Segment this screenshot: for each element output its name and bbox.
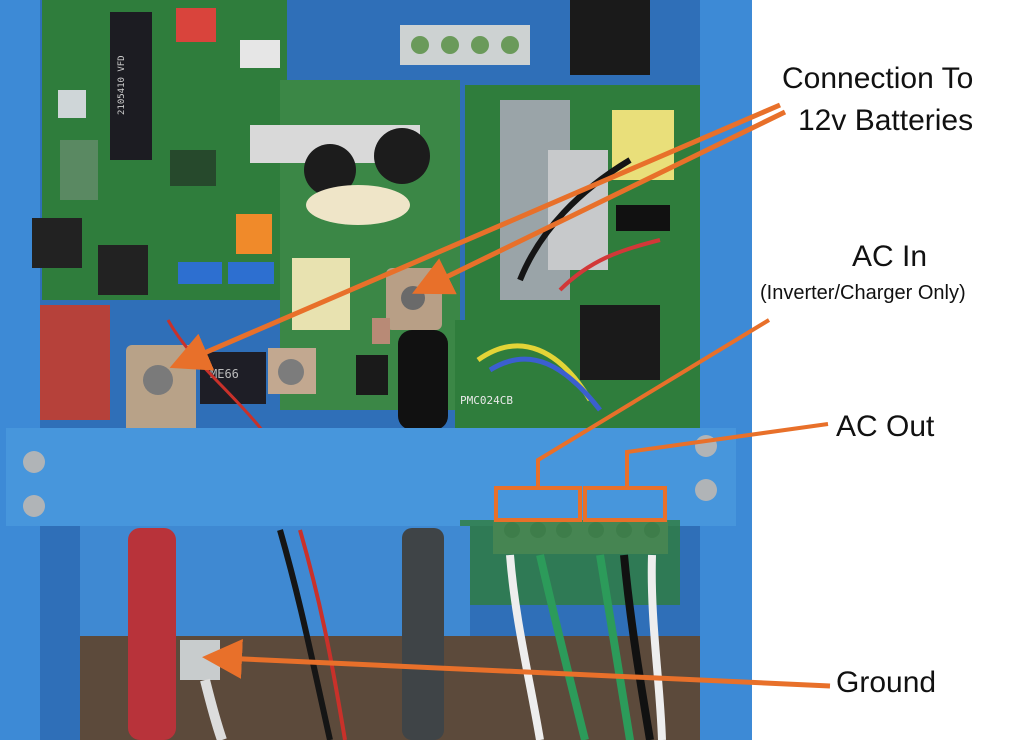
label-ground: Ground bbox=[836, 666, 937, 699]
board-code: PMC024CB bbox=[460, 394, 513, 407]
dip-switch bbox=[176, 8, 216, 42]
label-connection-to: Connection To bbox=[782, 62, 974, 95]
label-12v-batteries: 12v Batteries bbox=[798, 104, 974, 137]
label-ac-out: AC Out bbox=[836, 410, 935, 443]
relay-marking: ME66 bbox=[210, 367, 239, 381]
label-inverter-charger-only: (Inverter/Charger Only) bbox=[760, 282, 966, 304]
ic-chip bbox=[110, 12, 152, 160]
chip-marking: 2105410 VFD bbox=[117, 55, 127, 115]
mounting-bar bbox=[6, 428, 736, 526]
ground-lug bbox=[180, 640, 220, 680]
terminal-block-2 bbox=[228, 262, 274, 284]
black-relay bbox=[580, 305, 660, 380]
terminal-block-1 bbox=[178, 262, 222, 284]
rj45-jack-1 bbox=[32, 218, 82, 268]
current-sensor bbox=[570, 0, 650, 75]
gray-battery-cable bbox=[402, 528, 444, 740]
label-ac-in: AC In bbox=[852, 240, 928, 273]
fuse-holder bbox=[292, 258, 350, 330]
capacitor-2 bbox=[374, 128, 430, 184]
battery-cable-black bbox=[398, 330, 448, 430]
inverter-interior-photo: 2105410 VFD bbox=[0, 0, 752, 740]
enclosure-left-wall bbox=[0, 0, 40, 740]
transformer bbox=[612, 110, 674, 180]
toroid bbox=[306, 185, 410, 225]
control-board: 2105410 VFD bbox=[32, 0, 287, 300]
rj45-jack-2 bbox=[98, 245, 148, 295]
red-battery-cable bbox=[128, 528, 176, 740]
orange-relay bbox=[236, 214, 272, 254]
warning-label bbox=[40, 305, 110, 420]
enclosure-right-wall bbox=[700, 0, 752, 740]
ac-terminal-blocks bbox=[460, 520, 680, 605]
